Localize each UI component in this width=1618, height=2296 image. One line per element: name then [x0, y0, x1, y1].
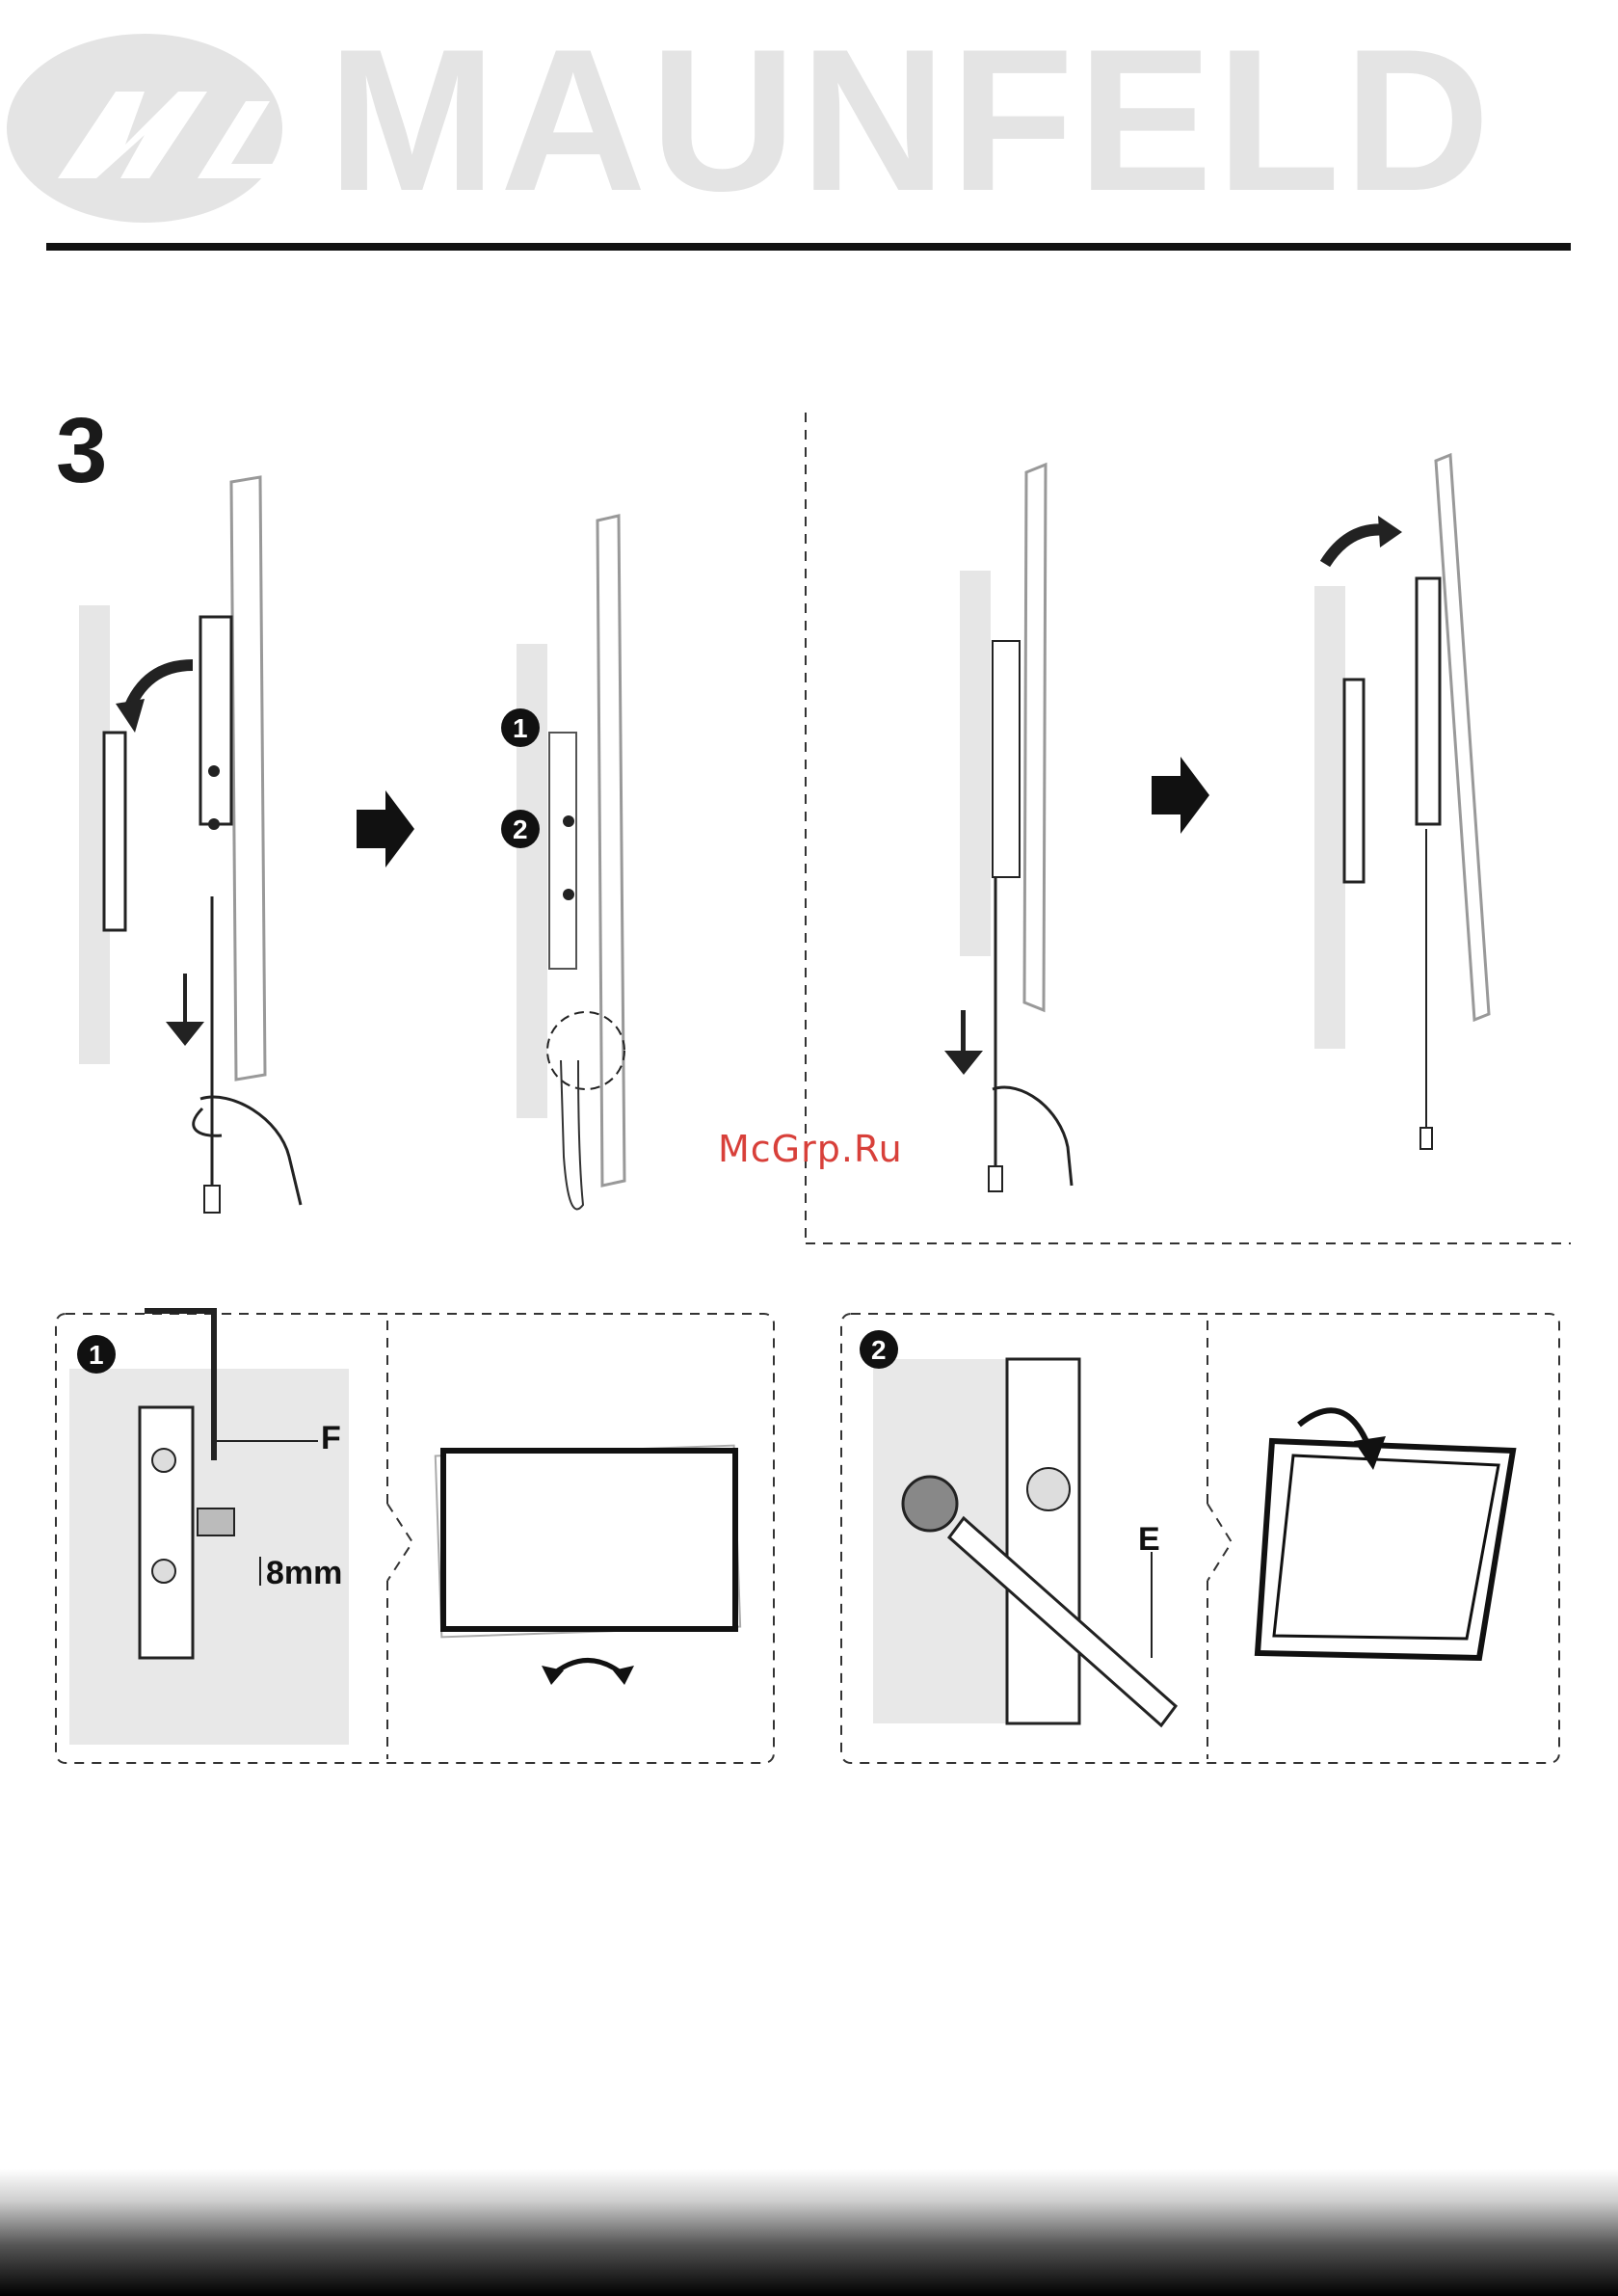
detail-2-number: 2: [871, 1337, 887, 1364]
detail-box-2: [841, 1314, 1559, 1763]
footer-gradient-band: [0, 2169, 1618, 2296]
scene-attached: [517, 516, 624, 1209]
step-number: 3: [56, 405, 107, 497]
watermark-text: McGrp.Ru: [718, 1128, 903, 1170]
scene-pull-cable-right: [944, 465, 1072, 1191]
scene-pull-cable: [79, 477, 301, 1213]
tool-e-label: E: [1138, 1523, 1160, 1556]
next-arrow-2: [1152, 757, 1209, 834]
detail-box-1: [56, 1311, 774, 1763]
spacing-label: 8mm: [266, 1557, 349, 1589]
tool-f-label: F: [321, 1422, 341, 1455]
callout-1-label: 1: [513, 715, 528, 742]
detail-1-number: 1: [89, 1342, 104, 1369]
scene-tilt: [1314, 455, 1489, 1149]
next-arrow-1: [357, 790, 414, 868]
callout-2-label: 2: [513, 816, 528, 843]
maunfeld-logo-icon: [7, 34, 282, 223]
